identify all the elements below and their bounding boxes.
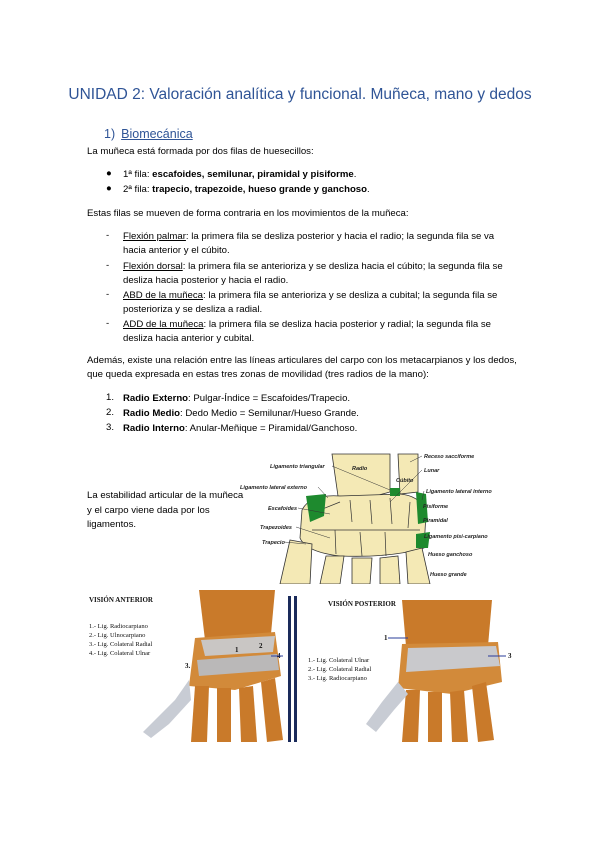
svg-text:Radio: Radio — [352, 466, 368, 472]
anterior-view-figure: VISIÓN ANTERIOR 1.- Lig. Radiocarpiano 2… — [85, 590, 285, 742]
svg-text:Ligamento triangular: Ligamento triangular — [270, 464, 326, 470]
section-number: 1) — [104, 127, 116, 141]
radius-bone — [331, 453, 391, 499]
svg-text:Hueso ganchoso: Hueso ganchoso — [428, 552, 473, 558]
svg-text:1: 1 — [384, 634, 388, 642]
list-item: Radio Interno: Anular-Meñique = Piramida… — [123, 423, 358, 434]
svg-text:Ligamento lateral externo: Ligamento lateral externo — [240, 485, 308, 491]
svg-text:Cúbito: Cúbito — [396, 478, 414, 484]
ligaments — [201, 636, 275, 656]
metacarpal — [279, 539, 313, 584]
list-item: Radio Medio: Dedo Medio = Semilunar/Hues… — [123, 408, 359, 419]
relation-paragraph: Además, existe una relación entre las lí… — [87, 355, 517, 380]
section-label: Biomecánica — [121, 127, 193, 141]
metacarpal — [319, 555, 345, 584]
ligaments — [406, 646, 500, 672]
svg-text:2: 2 — [259, 642, 263, 650]
svg-text:1.- Lig. Radiocarpiano: 1.- Lig. Radiocarpiano — [89, 623, 148, 630]
svg-text:2.- Lig. Colateral Radial: 2.- Lig. Colateral Radial — [308, 666, 372, 673]
svg-text:1: 1 — [235, 646, 239, 654]
metacarpal — [351, 557, 373, 584]
lateral-internal-ligament — [416, 492, 428, 524]
carpal-ligament-diagram: Ligamento triangular Radio Receso saccif… — [240, 453, 492, 584]
svg-text:VISIÓN POSTERIOR: VISIÓN POSTERIOR — [328, 600, 397, 608]
svg-text:Hueso grande: Hueso grande — [430, 572, 467, 578]
dash-icon: - — [106, 230, 110, 241]
svg-text:3.- Lig. Colateral Radial: 3.- Lig. Colateral Radial — [89, 641, 153, 648]
svg-text:Trapezoides: Trapezoides — [260, 525, 292, 531]
carpal-bones — [299, 493, 427, 557]
dash-icon: - — [106, 318, 110, 329]
svg-text:2.- Lig. Ulnocarpiano: 2.- Lig. Ulnocarpiano — [89, 632, 145, 639]
list-number: 2. — [106, 407, 115, 418]
svg-text:Pisiforme: Pisiforme — [423, 504, 448, 510]
list-item: ADD de la muñeca: la primera fila se des… — [123, 319, 491, 344]
list-item: Flexión dorsal: la primera fila se anter… — [123, 261, 503, 286]
section-heading: 1) Biomecánica — [104, 127, 193, 141]
forearm-bones — [199, 590, 275, 640]
svg-text:Receso sacciforme: Receso sacciforme — [424, 454, 474, 460]
ulna-bone — [397, 453, 419, 495]
lateral-external-ligament — [306, 494, 326, 522]
svg-text:3.- Lig. Radiocarpiano: 3.- Lig. Radiocarpiano — [308, 675, 367, 682]
list-item: 2ª fila: trapecio, trapezoide, hueso gra… — [123, 184, 370, 195]
svg-text:Ligamento lateral interno: Ligamento lateral interno — [426, 489, 492, 495]
movements-intro: Estas filas se mueven de forma contraria… — [87, 208, 409, 219]
svg-text:Trapecio: Trapecio — [262, 540, 285, 546]
stability-paragraph: La estabilidad articular de la muñeca y … — [87, 490, 244, 530]
figure-divider — [294, 596, 297, 742]
dash-icon: - — [106, 289, 110, 300]
pisi-carpal-ligament — [416, 532, 430, 548]
svg-text:1.- Lig. Colateral Ulnar: 1.- Lig. Colateral Ulnar — [308, 657, 370, 664]
svg-text:4.- Lig. Colateral Ulnar: 4.- Lig. Colateral Ulnar — [89, 650, 151, 657]
forearm-bones — [402, 600, 492, 646]
svg-text:Ligamento pisi-carpiano: Ligamento pisi-carpiano — [424, 534, 488, 540]
list-number: 1. — [106, 392, 115, 403]
dash-icon: - — [106, 260, 110, 271]
svg-text:3: 3 — [508, 652, 512, 660]
posterior-view-figure: VISIÓN POSTERIOR 1.- Lig. Colateral Ulna… — [302, 590, 522, 742]
metacarpal — [379, 555, 401, 584]
metacarpal — [405, 547, 431, 584]
list-item: 1ª fila: escafoides, semilunar, piramida… — [123, 169, 357, 180]
bullet-icon: ● — [106, 183, 112, 194]
intro-paragraph: La muñeca está formada por dos filas de … — [87, 146, 314, 157]
list-item: Flexión palmar: la primera fila se desli… — [123, 231, 495, 256]
bullet-icon: ● — [106, 168, 112, 179]
figure-divider — [288, 596, 291, 742]
svg-text:Lunar: Lunar — [424, 468, 440, 474]
page-title: UNIDAD 2: Valoración analítica y funcion… — [68, 86, 532, 103]
list-number: 3. — [106, 422, 115, 433]
svg-text:Escafoides: Escafoides — [268, 506, 297, 512]
svg-text:3.: 3. — [185, 662, 191, 670]
list-item: ABD de la muñeca: la primera fila se ant… — [123, 290, 498, 315]
svg-text:VISIÓN ANTERIOR: VISIÓN ANTERIOR — [89, 596, 154, 604]
triangular-ligament — [390, 488, 400, 496]
svg-text:Piramidal: Piramidal — [423, 518, 448, 524]
list-item: Radio Externo: Pulgar-Índice = Escafoide… — [123, 393, 351, 404]
